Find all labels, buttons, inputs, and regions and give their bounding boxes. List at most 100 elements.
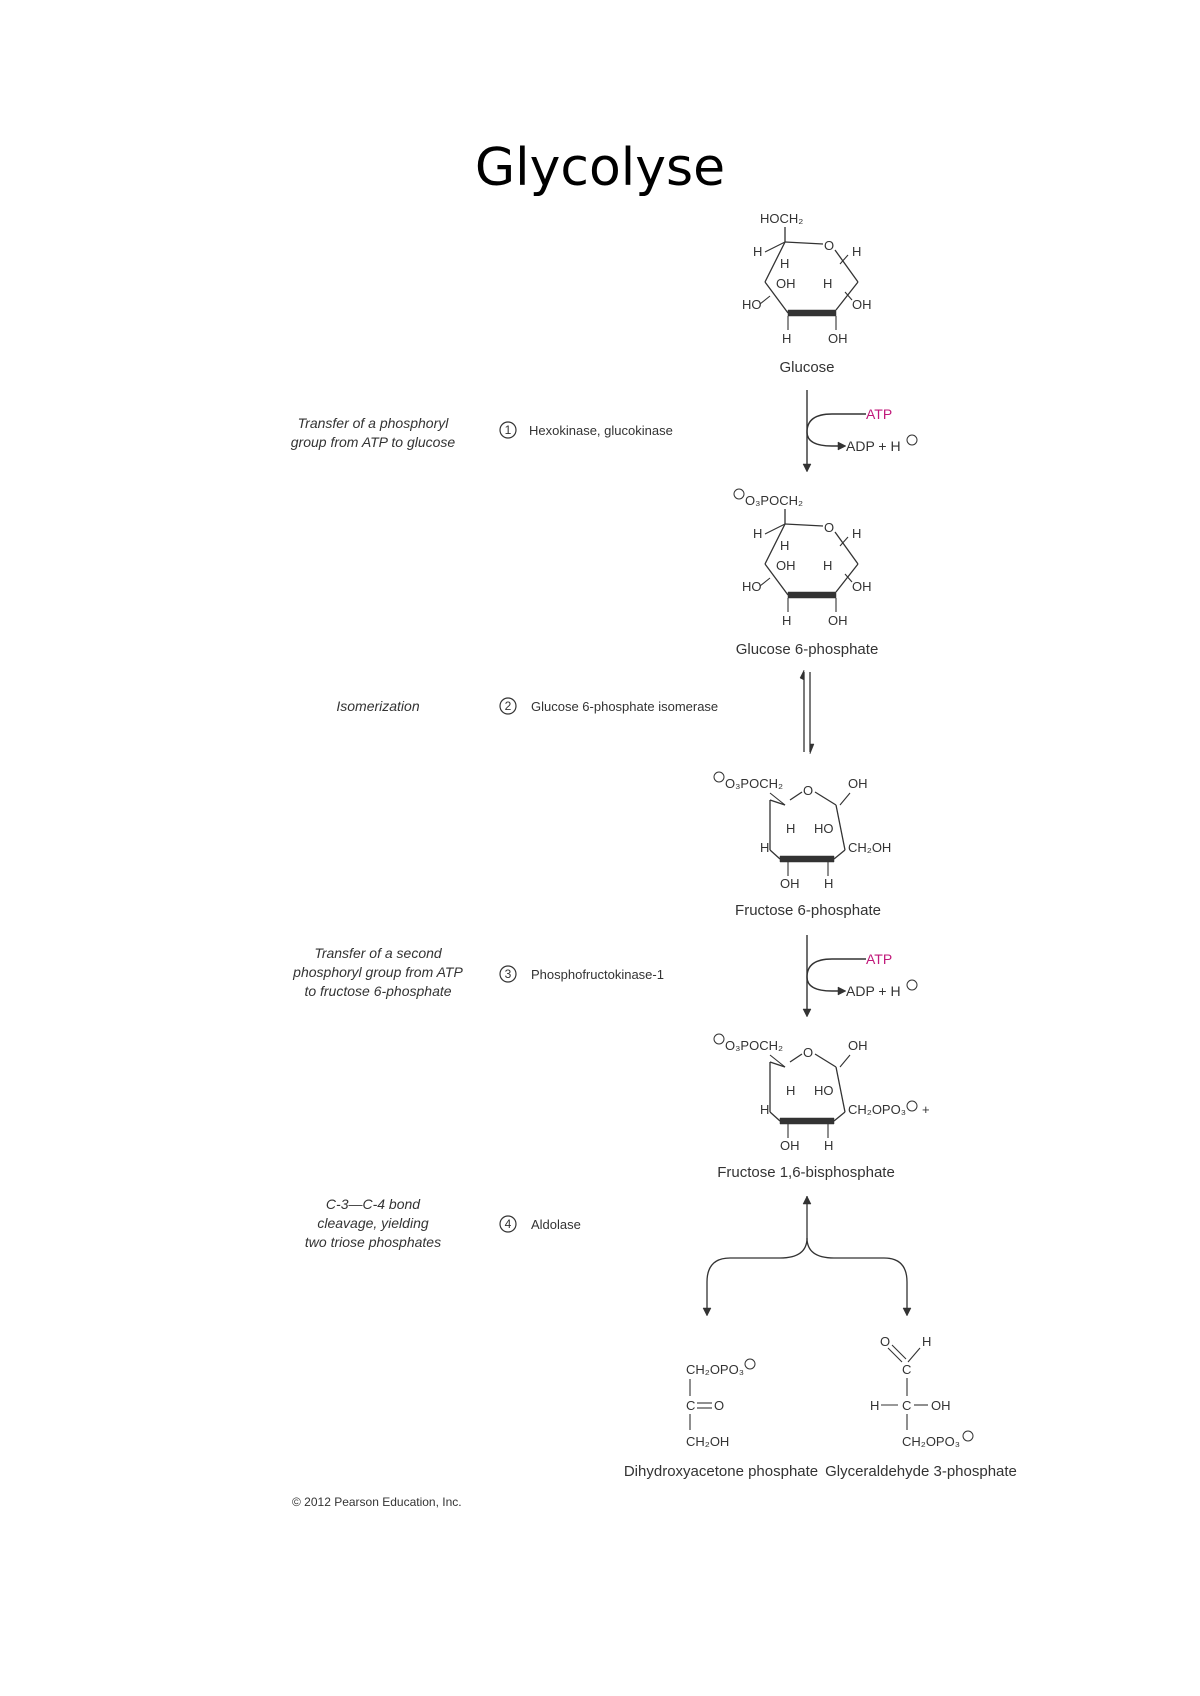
step-4-branch-arrow <box>702 1195 912 1317</box>
svg-text:H: H <box>782 331 791 346</box>
copyright-notice: © 2012 Pearson Education, Inc. <box>292 1495 462 1509</box>
step-3-description-line-2: phosphoryl group from ATP <box>292 964 463 980</box>
svg-text:OH: OH <box>780 1138 800 1153</box>
phosphate-icon <box>713 1033 725 1045</box>
g6p-name: Glucose 6-phosphate <box>736 641 879 658</box>
svg-text:H: H <box>782 613 791 628</box>
step-1-labels: Transfer of a phosphoryl group from ATP … <box>291 415 673 450</box>
step-1-atp: ATP <box>866 406 892 422</box>
step-3-number: 3 <box>505 967 512 981</box>
step-1-number-circle <box>499 421 517 439</box>
svg-text:OH: OH <box>828 613 848 628</box>
gap-name: Glyceraldehyde 3-phosphate <box>825 1463 1017 1480</box>
svg-text:O: O <box>803 1045 813 1060</box>
svg-text:CH₂OH: CH₂OH <box>686 1434 729 1449</box>
phosphate-icon <box>733 488 745 500</box>
svg-text:H: H <box>824 1138 833 1153</box>
svg-text:HO: HO <box>814 821 834 836</box>
fructose-1-6-bisphosphate-structure: O₃POCH₂ O OH H HO H CH₂OPO₃ + OH H Fruct… <box>713 1033 930 1181</box>
svg-text:OH: OH <box>852 297 872 312</box>
step-3-atp: ATP <box>866 951 892 967</box>
svg-text:H: H <box>760 1102 769 1117</box>
phosphate-icon <box>906 1100 918 1112</box>
svg-text:C: C <box>686 1398 695 1413</box>
svg-text:CH₂OPO₃: CH₂OPO₃ <box>686 1362 744 1377</box>
step-4-description-line-2: cleavage, yielding <box>317 1215 429 1231</box>
svg-text:H: H <box>870 1398 879 1413</box>
svg-text:H: H <box>786 821 795 836</box>
step-4-number-circle <box>499 1215 517 1233</box>
step-2-description-line-1: Isomerization <box>336 698 419 714</box>
step-2-enzyme: Glucose 6-phosphate isomerase <box>531 699 718 714</box>
svg-text:O: O <box>824 238 834 253</box>
dhap-name: Dihydroxyacetone phosphate <box>624 1463 818 1480</box>
step-2-equilibrium-arrow <box>799 669 815 755</box>
step-4-description-line-1: C-3—C-4 bond <box>326 1196 421 1212</box>
svg-text:O: O <box>803 783 813 798</box>
svg-text:HO: HO <box>742 297 762 312</box>
svg-text:H: H <box>760 840 769 855</box>
glucose-top-group: HOCH₂ <box>760 211 803 226</box>
f16bp-plus: + <box>922 1102 930 1117</box>
svg-text:OH: OH <box>828 331 848 346</box>
step-3-number-circle <box>499 965 517 983</box>
f6p-name: Fructose 6-phosphate <box>735 902 881 919</box>
step-3-enzyme: Phosphofructokinase-1 <box>531 967 664 982</box>
svg-text:H: H <box>753 244 762 259</box>
svg-text:HO: HO <box>814 1083 834 1098</box>
glucose-6-phosphate-structure: O₃POCH₂ O H H OH H H HO OH H OH Glucose … <box>733 488 879 658</box>
svg-text:H: H <box>922 1334 931 1349</box>
svg-text:C: C <box>902 1398 911 1413</box>
step-1-description-line-2: group from ATP to glucose <box>291 434 456 450</box>
svg-text:OH: OH <box>931 1398 951 1413</box>
step-4-number: 4 <box>505 1217 512 1231</box>
step-3-description-line-3: to fructose 6-phosphate <box>304 983 451 999</box>
step-3-description-line-1: Transfer of a second <box>314 945 443 961</box>
svg-text:OH: OH <box>780 876 800 891</box>
svg-text:H: H <box>852 244 861 259</box>
gap-structure: O H C H C OH CH₂OPO₃ Glyceraldehyde 3-ph… <box>825 1334 1017 1480</box>
svg-text:H: H <box>852 526 861 541</box>
svg-text:OH: OH <box>776 276 796 291</box>
glucose-name: Glucose <box>779 359 834 376</box>
step-1-description-line-1: Transfer of a phosphoryl <box>298 415 450 431</box>
svg-text:OH: OH <box>848 1038 868 1053</box>
svg-text:H: H <box>823 558 832 573</box>
step-2-number-circle <box>499 697 517 715</box>
svg-text:HO: HO <box>742 579 762 594</box>
fructose-6-phosphate-structure: O₃POCH₂ O OH H HO H CH₂OH OH H Fructose … <box>713 771 891 919</box>
svg-text:O: O <box>714 1398 724 1413</box>
svg-text:H: H <box>780 256 789 271</box>
step-2-number: 2 <box>505 699 512 713</box>
svg-text:H: H <box>780 538 789 553</box>
phosphate-icon <box>906 979 918 991</box>
step-3-adp: ADP + H <box>846 983 901 999</box>
glucose-structure: HOCH₂ O H H OH H H HO OH H OH <box>742 211 872 376</box>
page-title: Glycolyse <box>474 138 726 198</box>
svg-text:H: H <box>786 1083 795 1098</box>
svg-text:OH: OH <box>848 776 868 791</box>
svg-text:OH: OH <box>852 579 872 594</box>
phosphate-icon <box>713 771 725 783</box>
step-4-labels: C-3—C-4 bond cleavage, yielding two trio… <box>305 1196 581 1250</box>
svg-text:H: H <box>823 276 832 291</box>
step-2-labels: Isomerization 2 Glucose 6-phosphate isom… <box>336 697 718 715</box>
f16bp-right-group: CH₂OPO₃ <box>848 1102 906 1117</box>
step-4-description-line-3: two triose phosphates <box>305 1234 441 1250</box>
step-1-number: 1 <box>505 423 512 437</box>
step-3-labels: Transfer of a second phosphoryl group fr… <box>292 945 664 999</box>
step-4-enzyme: Aldolase <box>531 1217 581 1232</box>
f16bp-name: Fructose 1,6-bisphosphate <box>717 1164 895 1181</box>
svg-text:O: O <box>824 520 834 535</box>
f6p-left-group: O₃POCH₂ <box>725 776 783 791</box>
svg-text:O: O <box>880 1334 890 1349</box>
svg-text:H: H <box>824 876 833 891</box>
f6p-right-group: CH₂OH <box>848 840 891 855</box>
step-1-arrow: ATP ADP + H <box>802 390 918 473</box>
svg-text:H: H <box>753 526 762 541</box>
svg-text:CH₂OPO₃: CH₂OPO₃ <box>902 1434 960 1449</box>
phosphate-icon <box>962 1430 974 1442</box>
svg-text:C: C <box>902 1362 911 1377</box>
